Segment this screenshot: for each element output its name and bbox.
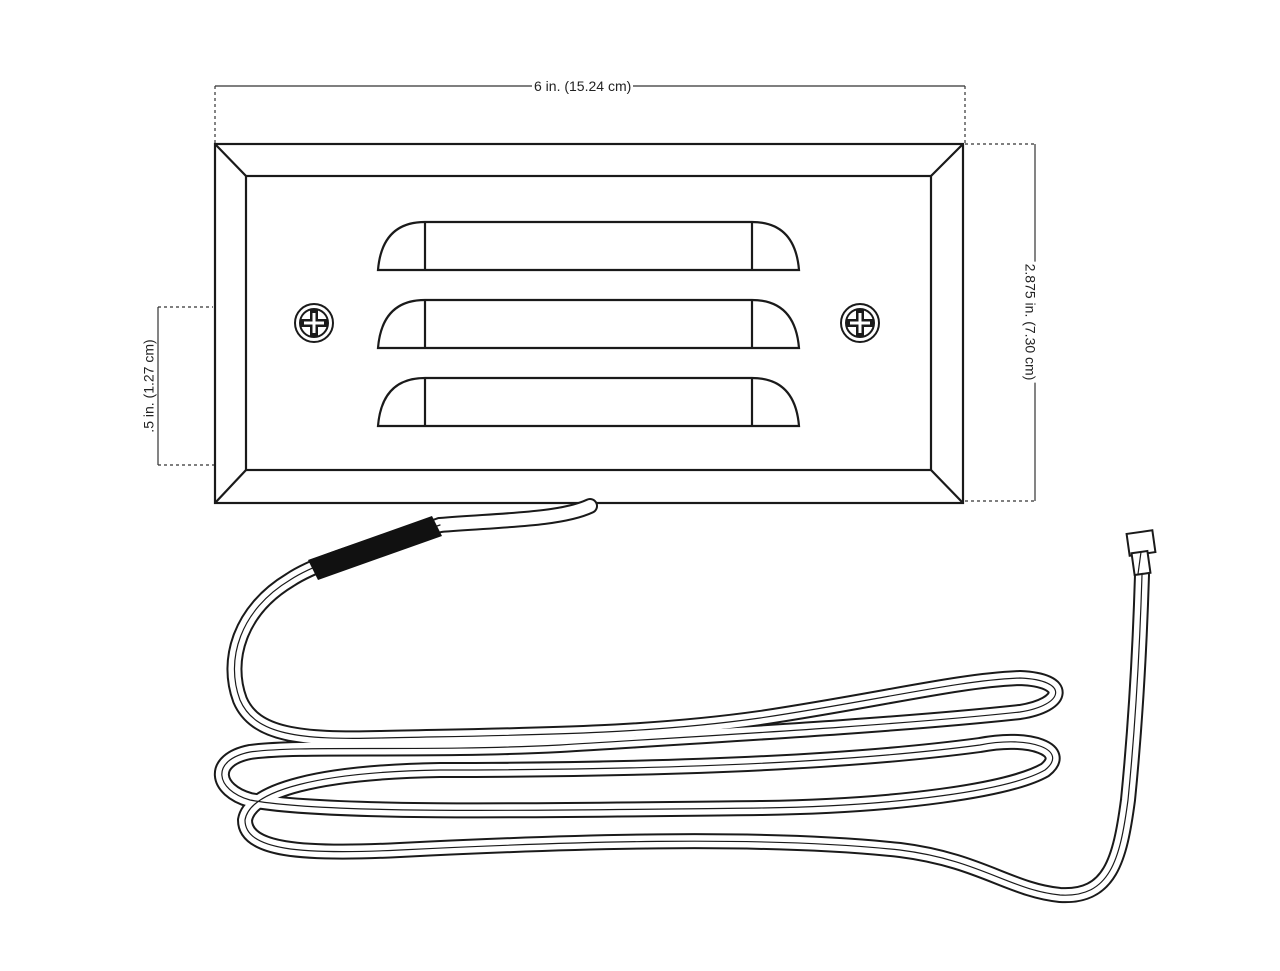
- screw-right: [840, 303, 880, 343]
- louvers: [376, 220, 801, 428]
- louver-2: [376, 298, 801, 350]
- cable-connector: [1125, 529, 1157, 577]
- bevel-bottom-right: [930, 469, 964, 504]
- power-cable: [213, 498, 1150, 904]
- louver-1: [376, 220, 801, 272]
- louver-3: [376, 376, 801, 428]
- heat-shrink-sleeve: [308, 516, 442, 580]
- faceplate: [213, 142, 965, 505]
- faceplate-inner: [244, 174, 933, 472]
- screw-left: [294, 303, 334, 343]
- bevel-bottom-left: [214, 469, 247, 504]
- depth-dimension-label: .5 in. (1.27 cm): [140, 337, 157, 435]
- width-dimension: [214, 85, 966, 143]
- bevel-top-right: [930, 143, 964, 177]
- width-dimension-label: 6 in. (15.24 cm): [532, 78, 634, 94]
- bevel-top-left: [214, 143, 247, 177]
- height-dimension-label: 2.875 in. (7.30 cm): [1022, 261, 1039, 383]
